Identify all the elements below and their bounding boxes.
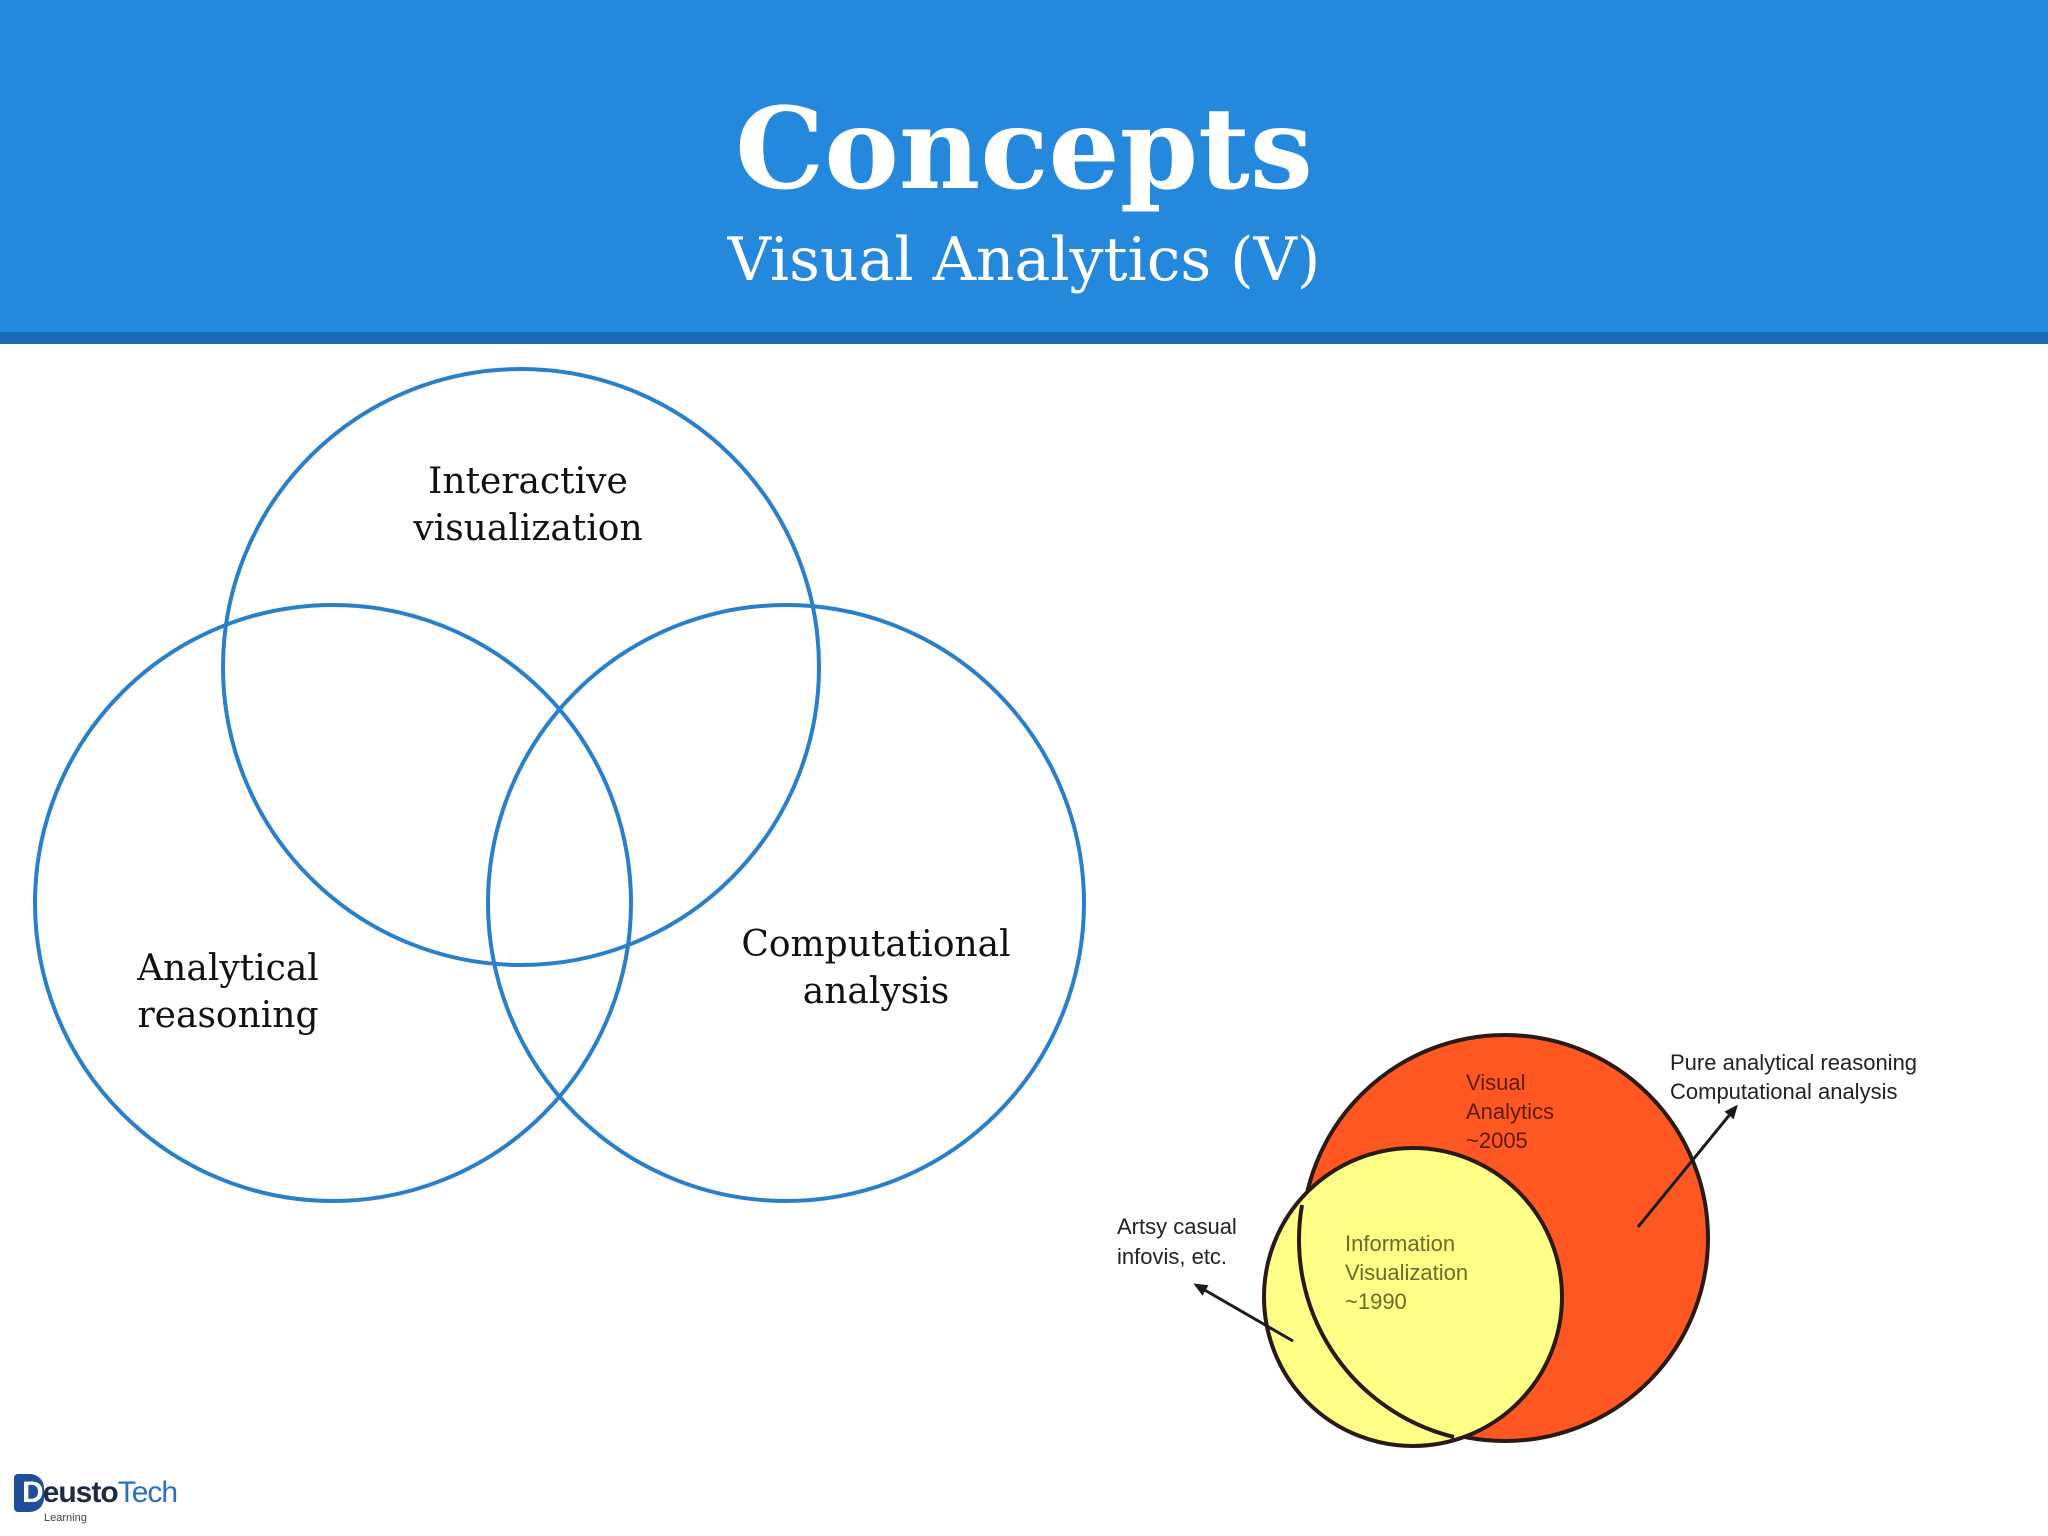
- venn-label-computational: Computational: [741, 924, 1010, 965]
- header-banner: [0, 0, 2048, 332]
- venn-label-reasoning: reasoning: [137, 995, 318, 1036]
- infovis-label-3: ~1990: [1345, 1289, 1407, 1314]
- venn-circle-analytical-reasoning: [33, 603, 633, 1203]
- pure-analytical-annotation-1: Pure analytical reasoning: [1670, 1050, 1917, 1075]
- logo-wordmark: DeustoTech: [22, 1476, 178, 1509]
- venn-label-interactive: Interactive: [428, 461, 628, 502]
- header-divider: [0, 332, 2048, 344]
- right-arrow: [1636, 1104, 1738, 1228]
- venn-label-analytical: Analytical: [136, 948, 319, 989]
- page-subtitle: Visual Analytics (V): [727, 225, 1321, 295]
- logo-subtext: Learning: [44, 1512, 87, 1524]
- visual-analytics-label-2: Analytics: [1466, 1099, 1554, 1124]
- outer-circle-edge: [1297, 1204, 1455, 1439]
- visual-analytics-label-1: Visual: [1466, 1070, 1526, 1095]
- artsy-annotation-2: infovis, etc.: [1117, 1244, 1227, 1269]
- inset-figure: Visual Analytics ~2005 Information Visua…: [1117, 1033, 1917, 1448]
- pure-analytical-annotation-2: Computational analysis: [1670, 1079, 1897, 1104]
- artsy-annotation-1: Artsy casual: [1117, 1214, 1237, 1239]
- venn-circle-interactive-visualization: [221, 367, 821, 967]
- venn-diagram: Interactive visualization Analytical rea…: [33, 367, 1086, 1203]
- logo-mark-icon: [14, 1474, 44, 1512]
- infovis-label-1: Information: [1345, 1231, 1455, 1256]
- venn-label-visualization: visualization: [412, 508, 642, 549]
- visual-analytics-label-3: ~2005: [1466, 1128, 1528, 1153]
- venn-circle-computational-analysis: [486, 603, 1086, 1203]
- infovis-label-2: Visualization: [1345, 1260, 1468, 1285]
- deustotech-logo: DeustoTech Learning: [14, 1472, 214, 1532]
- left-arrow: [1193, 1283, 1294, 1343]
- venn-label-analysis: analysis: [803, 971, 949, 1012]
- information-visualization-circle: [1262, 1146, 1564, 1448]
- page-title: Concepts: [735, 84, 1313, 215]
